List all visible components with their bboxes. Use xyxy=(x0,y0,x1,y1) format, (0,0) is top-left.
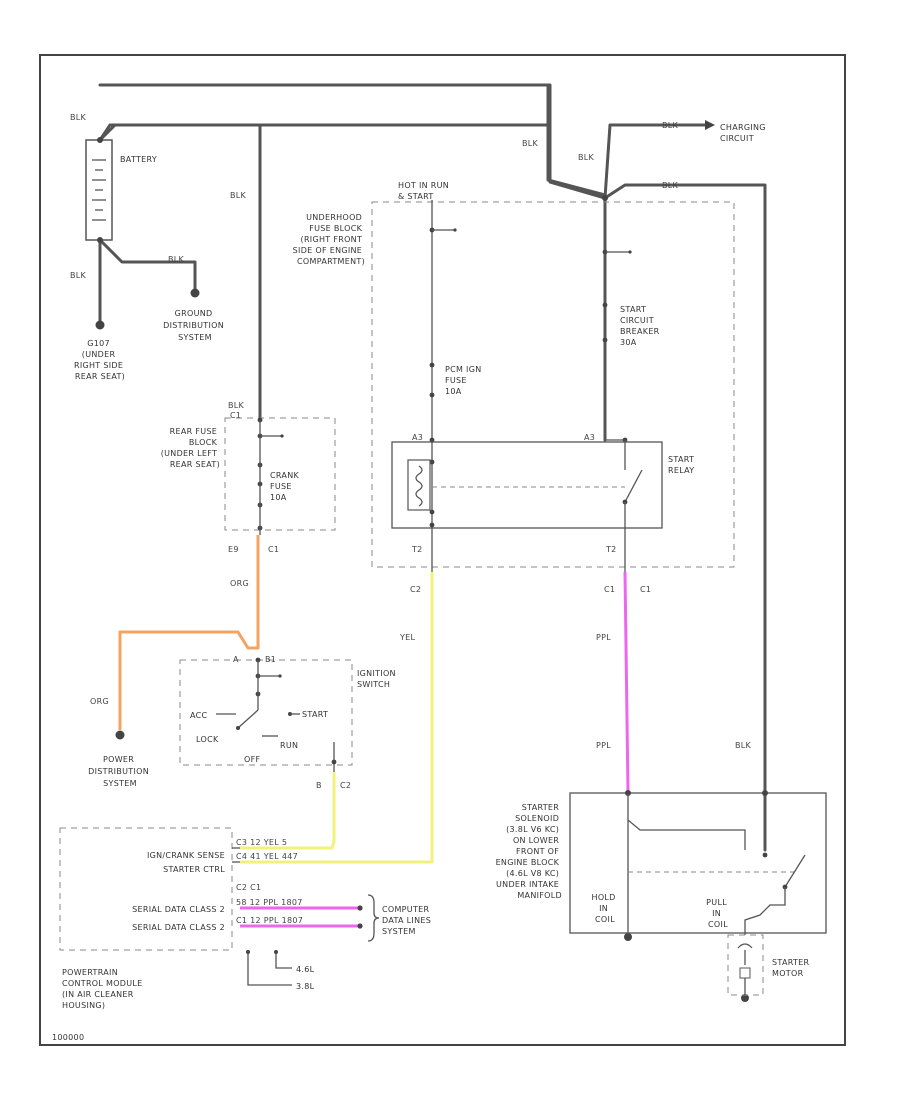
power-dist-ground-icon xyxy=(115,730,125,740)
conn-c1-ppl-a: C1 xyxy=(604,585,615,594)
wire-blk-batt-ground: BLK xyxy=(70,271,87,280)
wire-yel: YEL xyxy=(399,633,416,642)
blk-wire-main-run xyxy=(98,83,607,200)
conn-t2-b: T2 xyxy=(605,545,617,554)
pcm-pin-r4: 58 12 PPL 1807 xyxy=(236,898,303,907)
conn-a3-relay: A3 xyxy=(412,433,423,442)
black-wires xyxy=(98,83,767,852)
blk-wire-top-main xyxy=(98,123,262,142)
conn-c2-ign: C2 xyxy=(340,781,351,790)
wire-org-2: ORG xyxy=(90,697,109,706)
ground-distribution-label: GROUND DISTRIBUTION SYSTEM xyxy=(163,309,227,342)
wire-blk-top-left: BLK xyxy=(70,113,87,122)
underhood-fuse-block-box xyxy=(371,201,735,568)
ground-dist-ground-icon xyxy=(190,288,200,298)
ign-lock-label: LOCK xyxy=(196,735,219,744)
start-relay-coil xyxy=(407,459,431,511)
wire-ppl-1: PPL xyxy=(596,633,611,642)
hold-in-coil-label: HOLD IN COIL xyxy=(592,893,619,924)
wire-blk-left-vert: BLK xyxy=(230,191,247,200)
conn-e9: E9 xyxy=(228,545,239,554)
blk-wire-ground-dist xyxy=(98,238,197,292)
start-circuit-breaker-label: START CIRCUIT BREAKER 30A xyxy=(620,305,662,347)
diagram-frame xyxy=(39,54,846,1046)
wire-blk-ground-dist: BLK xyxy=(168,255,185,264)
ign-start-label: START xyxy=(302,710,328,719)
pcm-box xyxy=(59,827,233,951)
starter-motor-ground-icon xyxy=(741,994,749,1002)
ppl-wire xyxy=(623,571,630,794)
wire-blk-right-b: BLK xyxy=(578,153,595,162)
conn-a-ign: A xyxy=(233,655,239,664)
conn-t2-a: T2 xyxy=(411,545,423,554)
ign-acc-label: ACC xyxy=(190,711,208,720)
yel-wire-2 xyxy=(240,772,336,850)
pcm-row-serial-1: SERIAL DATA CLASS 2 xyxy=(132,905,225,914)
pcm-pin-r5: C1 12 PPL 1807 xyxy=(236,916,303,925)
power-distribution-label: POWER DISTRIBUTION SYSTEM xyxy=(88,755,152,788)
battery xyxy=(85,137,113,243)
conn-a3-relay-2: A3 xyxy=(584,433,595,442)
pcm-pin-r3: C2 C1 xyxy=(236,883,261,892)
charging-arrow-icon xyxy=(705,120,715,130)
starter-solenoid-label: STARTER SOLENOID (3.8L V6 KC) ON LOWER F… xyxy=(496,803,562,900)
g107-ground-icon xyxy=(95,320,105,330)
engine-label-38: 3.8L xyxy=(296,982,315,991)
pcm-row-ign-crank: IGN/CRANK SENSE xyxy=(147,851,225,860)
g107-label: G107 (UNDER RIGHT SIDE REAR SEAT) xyxy=(74,339,126,381)
blk-wire-charging xyxy=(603,123,707,200)
conn-c2-yel: C2 xyxy=(410,585,421,594)
hold-in-ground-icon xyxy=(624,933,632,941)
pcm-row-starter-ctrl: STARTER CTRL xyxy=(163,865,225,874)
wire-blk-starter-right: BLK xyxy=(735,741,752,750)
crank-fuse-label: CRANK FUSE 10A xyxy=(270,471,302,502)
org-wire xyxy=(118,535,260,730)
pcm-name-label: POWERTRAIN CONTROL MODULE (IN AIR CLEANE… xyxy=(62,968,145,1010)
start-relay-label: START RELAY xyxy=(668,455,697,475)
wire-blk-rear: BLK xyxy=(228,401,245,410)
conn-b1-ign: B1 xyxy=(265,655,276,664)
rear-fuse-block-box xyxy=(224,417,336,531)
pcm-fuse-label: PCM IGN FUSE 10A xyxy=(445,365,484,396)
wire-blk-right-a: BLK xyxy=(522,139,539,148)
wire-org-1: ORG xyxy=(230,579,249,588)
diagram-id: 100000 xyxy=(52,1033,84,1042)
blk-wire-starter-feed xyxy=(603,183,767,852)
hot-in-run-label: HOT IN RUN & START xyxy=(398,181,452,201)
pcm-pin-r2: C4 41 YEL 447 xyxy=(236,852,298,861)
start-relay-box xyxy=(391,441,663,529)
pcm-row-serial-2: SERIAL DATA CLASS 2 xyxy=(132,923,225,932)
wire-ppl-2: PPL xyxy=(596,741,611,750)
yel-wire xyxy=(240,572,434,864)
pcm-pin-r1: C3 12 YEL 5 xyxy=(236,838,287,847)
charging-circuit-label: CHARGING CIRCUIT xyxy=(720,123,769,143)
computer-data-lines-label: COMPUTER DATA LINES SYSTEM xyxy=(382,905,434,936)
wire-blk-starter-feed: BLK xyxy=(662,181,679,190)
conn-b-ign: B xyxy=(316,781,322,790)
underhood-fuse-block-label: UNDERHOOD FUSE BLOCK (RIGHT FRONT SIDE O… xyxy=(293,213,365,266)
rear-fuse-block-label: REAR FUSE BLOCK (UNDER LEFT REAR SEAT) xyxy=(161,427,220,469)
conn-c1-rear: C1 xyxy=(268,545,279,554)
battery-label: BATTERY xyxy=(120,155,157,164)
pull-in-coil-label: PULL IN COIL xyxy=(706,898,730,929)
ignition-switch-label: IGNITION SWITCH xyxy=(357,669,399,689)
ign-off-label: OFF xyxy=(244,755,260,764)
conn-c1-rear-top: C1 xyxy=(230,411,241,420)
ign-run-label: RUN xyxy=(280,741,298,750)
starter-solenoid-box xyxy=(569,792,827,934)
wire-blk-charging: BLK xyxy=(662,121,679,130)
starter-motor-label: STARTER MOTOR xyxy=(772,958,812,978)
conn-c1-ppl-b: C1 xyxy=(640,585,651,594)
ignition-switch-box xyxy=(179,659,353,766)
engine-label-46: 4.6L xyxy=(296,965,315,974)
